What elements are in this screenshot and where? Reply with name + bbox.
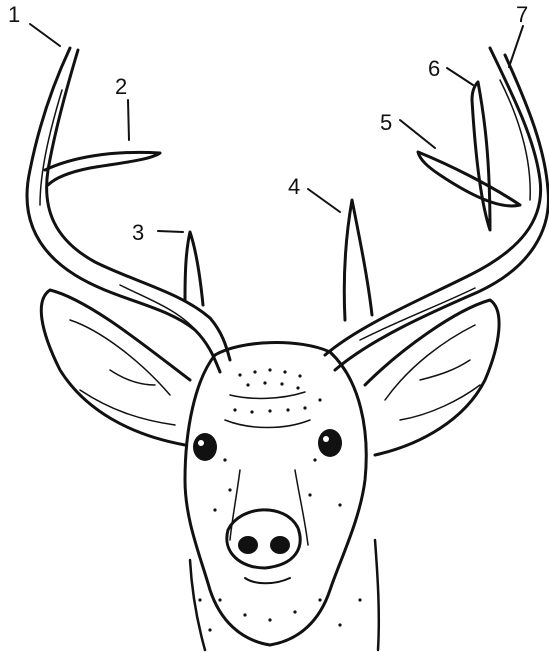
label-5: 5 — [380, 110, 392, 135]
right-antler-main-beam — [325, 48, 541, 355]
label-4: 4 — [288, 174, 300, 199]
number-labels: 1 2 3 4 5 6 7 — [8, 2, 528, 245]
label-6: 6 — [428, 56, 440, 81]
right-tine-5 — [418, 152, 520, 206]
nose — [227, 510, 300, 568]
deer-head-illustration — [27, 48, 548, 650]
leader-lines — [30, 24, 523, 232]
label-3: 3 — [132, 220, 144, 245]
head-outline — [185, 343, 366, 645]
label-1: 1 — [8, 2, 20, 27]
right-eye — [318, 429, 342, 457]
left-tine-3 — [185, 232, 203, 305]
right-tine-6 — [472, 82, 490, 230]
right-ear — [365, 300, 499, 455]
label-2: 2 — [115, 74, 127, 99]
fur-stipple — [198, 368, 361, 631]
left-eye — [193, 433, 217, 461]
left-tine-2 — [45, 152, 160, 185]
label-7: 7 — [516, 2, 528, 27]
right-tine-4 — [344, 200, 372, 320]
